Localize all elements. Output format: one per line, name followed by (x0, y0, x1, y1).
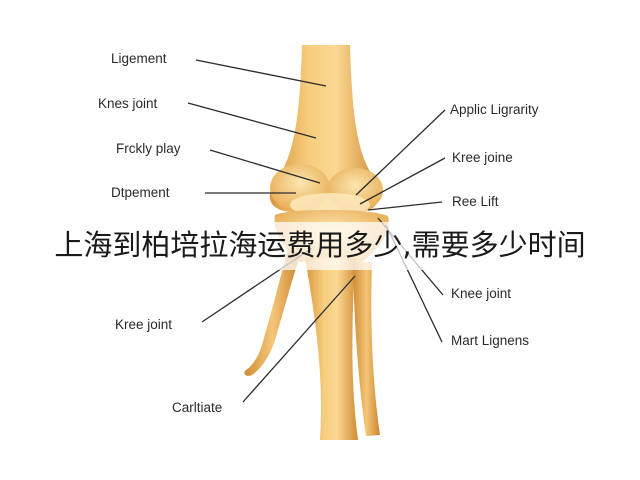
fibula-bone (353, 262, 380, 436)
label-knee-joint: Knee joint (451, 286, 512, 301)
label-applic-ligrarity: Applic Ligrarity (450, 102, 539, 117)
label-frckly-play: Frckly play (116, 141, 181, 156)
leader-lines-left (187, 59, 356, 403)
label-ligement: Ligement (111, 51, 167, 66)
watermark-banner (0, 222, 640, 270)
tibia-bone (305, 258, 358, 440)
label-mart-lignens: Mart Lignens (451, 333, 530, 348)
label-kree-joine: Kree joine (452, 150, 513, 165)
watermark-text: 上海到柏培拉海运费用多少,需要多少时间 (54, 228, 586, 262)
label-carltiate: Carltiate (172, 400, 223, 415)
label-dtpement: Dtpement (111, 185, 170, 200)
label-knes-joint: Knes joint (98, 96, 158, 111)
label-ree-lift: Ree Lift (452, 194, 499, 209)
fibula-hook (244, 248, 300, 376)
label-kree-joint: Kree joint (115, 317, 173, 332)
